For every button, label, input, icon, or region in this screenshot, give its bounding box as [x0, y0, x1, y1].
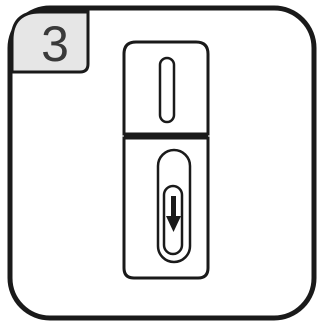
arrow-down-icon — [166, 196, 181, 232]
top-slot — [158, 56, 176, 124]
step-badge — [10, 10, 90, 74]
step-number: 3 — [41, 16, 69, 72]
